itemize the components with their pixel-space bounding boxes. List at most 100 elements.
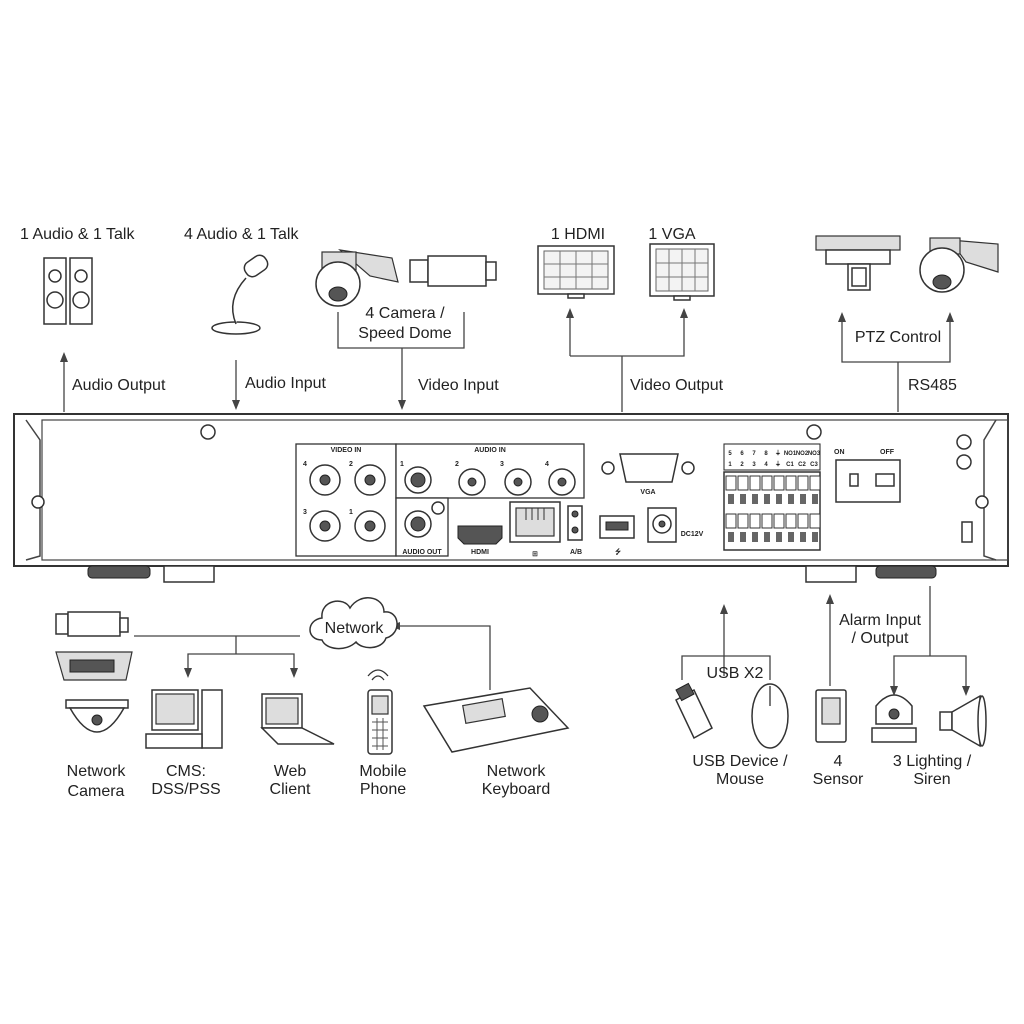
network-keyboard-label-line2: Keyboard — [482, 781, 551, 798]
usb-stick-icon — [675, 682, 713, 740]
alarm-screw-terminal — [797, 475, 809, 491]
audio-talk-4-label: 4 Audio & 1 Talk — [184, 226, 299, 243]
alarm-terminal-label: C1 — [786, 462, 794, 468]
alarm-terminal-label: C3 — [810, 462, 818, 468]
vga-count-label: 1 VGA — [648, 226, 695, 243]
alarm-wire-slot — [788, 532, 794, 542]
usb-device-label-line1: USB Device / — [692, 753, 788, 770]
mobile-phone-icon — [367, 669, 393, 755]
horn-siren-icon — [939, 694, 987, 748]
alarm-screw-terminal — [749, 513, 761, 529]
alarm-wire-slot — [752, 532, 758, 542]
alarm-wire-slot — [776, 532, 782, 542]
ptz-box-camera-icon — [815, 235, 901, 291]
hdmi-port-icon: HDMI — [457, 525, 503, 556]
alarm-screw-terminal — [761, 513, 773, 529]
alarm-terminal-label: 2 — [740, 462, 744, 468]
alarm-wire-slot — [764, 494, 770, 504]
alarm-wire-slot — [728, 532, 734, 542]
alarm-terminal-label: 4 — [764, 462, 768, 468]
lighting-label-line1: 3 Lighting / — [893, 753, 972, 770]
alarm-screw-terminal — [737, 475, 749, 491]
network-keyboard-label-line1: Network — [487, 763, 547, 780]
box-camera-icon — [409, 255, 497, 287]
web-client-label-line1: Web — [274, 763, 307, 780]
alarm-terminal-label: NO1 — [784, 451, 797, 457]
power-switch-icon: ON OFF — [834, 449, 901, 503]
power-on-label: ON — [834, 449, 845, 456]
alarm-screw-terminal — [725, 475, 737, 491]
audio-port-number: 1 — [400, 461, 404, 468]
alarm-wire-slot — [776, 494, 782, 504]
bnc-port-number: 3 — [303, 509, 307, 516]
usb-port-icon: ⭍ — [599, 515, 635, 556]
alarm-wire-slot — [752, 494, 758, 504]
hdmi-port-label: HDMI — [471, 549, 489, 556]
dc-power-label: DC12V — [681, 531, 704, 538]
alarm-terminal-label: NO3 — [808, 451, 821, 457]
bnc-port-number: 2 — [349, 461, 353, 468]
alarm-screw-terminal — [785, 475, 797, 491]
alarm-terminal-label: ⏚ — [775, 461, 781, 468]
audio-port-number: 2 — [455, 461, 459, 468]
rs485-label: RS485 — [908, 377, 957, 394]
usb-device-label-line2: Mouse — [716, 771, 764, 788]
alarm-terminal-label: 7 — [752, 451, 756, 457]
ethernet-port-icon: ⊞ — [509, 501, 561, 558]
svg-text:⊞: ⊞ — [532, 551, 538, 558]
dc-power-port-icon: DC12V — [647, 507, 704, 543]
alarm-io-label-line2: / Output — [852, 630, 909, 647]
audio-talk-1-label: 1 Audio & 1 Talk — [20, 226, 135, 243]
vga-port-label: VGA — [640, 489, 655, 496]
alarm-wire-slot — [788, 494, 794, 504]
bottom-connector-lines — [134, 586, 970, 696]
audio-out-label: AUDIO OUT — [402, 549, 442, 556]
network-keyboard-icon — [422, 687, 570, 753]
audio-in-block: AUDIO IN 1 2 3 4 AUDIO OUT — [395, 443, 585, 557]
rs485-port-icon: A/B — [567, 505, 583, 556]
sensor-label-line1: 4 — [834, 753, 843, 770]
audio-output-label: Audio Output — [72, 377, 166, 394]
alarm-screw-terminal — [761, 475, 773, 491]
alarm-wire-slot — [728, 494, 734, 504]
network-camera-label-line2: Camera — [68, 783, 125, 800]
alarm-terminal-label: 6 — [740, 451, 744, 457]
audio-port-number: 3 — [500, 461, 504, 468]
sensor-icon — [815, 689, 847, 743]
alarm-terminal-label: NO2 — [796, 451, 809, 457]
alarm-screw-terminal — [725, 513, 737, 529]
bnc-port-number: 1 — [349, 509, 353, 516]
usb-x2-label: USB X2 — [707, 665, 764, 682]
speed-dome-camera-icon — [315, 249, 399, 307]
vga-monitor-icon — [649, 243, 715, 301]
network-camera-icon — [55, 611, 133, 733]
network-camera-label-line1: Network — [67, 763, 127, 780]
ptz-control-label: PTZ Control — [855, 329, 941, 346]
mobile-phone-label-line2: Phone — [360, 781, 406, 798]
hdmi-monitor-icon — [537, 245, 615, 299]
mouse-icon — [751, 683, 789, 749]
alarm-terminal-label: C2 — [798, 462, 806, 468]
alarm-wire-slot — [812, 494, 818, 504]
mobile-phone-label-line1: Mobile — [359, 763, 406, 780]
video-input-label: Video Input — [418, 377, 499, 394]
cms-label-line2: DSS/PSS — [151, 781, 220, 798]
web-client-label-line2: Client — [270, 781, 311, 798]
sensor-label-line2: Sensor — [813, 771, 864, 788]
camera-group-label-line1: 4 Camera / — [365, 305, 445, 322]
alarm-screw-terminal — [809, 475, 821, 491]
network-cloud-icon: Network — [309, 597, 398, 650]
audio-in-label: AUDIO IN — [474, 447, 506, 454]
alarm-screw-terminal — [797, 513, 809, 529]
ptz-speed-dome-icon — [919, 237, 999, 293]
alarm-screw-terminal — [773, 513, 785, 529]
desktop-computer-icon — [145, 689, 223, 749]
alarm-wire-slot — [740, 532, 746, 542]
siren-light-icon — [871, 694, 917, 743]
cms-label-line1: CMS: — [166, 763, 206, 780]
audio-port-number: 4 — [545, 461, 549, 468]
alarm-screw-terminal — [749, 475, 761, 491]
alarm-io-label-line1: Alarm Input — [839, 612, 921, 629]
alarm-screw-terminal — [773, 475, 785, 491]
